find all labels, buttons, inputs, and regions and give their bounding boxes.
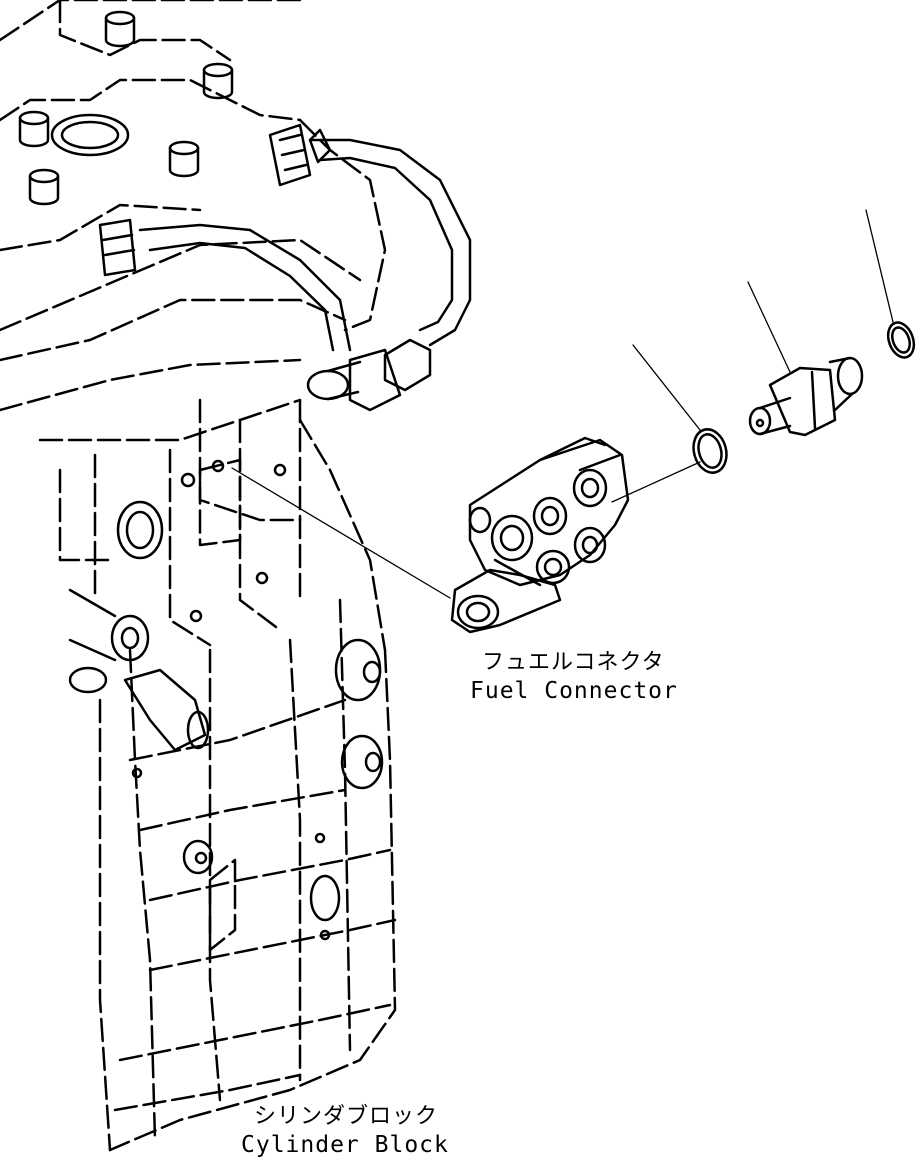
cylinder-block-label-jp: シリンダブロック — [254, 1104, 439, 1129]
fuel-connector — [231, 436, 630, 634]
cylinder-block-label-en: Cylinder Block — [241, 1132, 449, 1158]
leader-line — [865, 209, 894, 323]
o-ring-1 — [692, 428, 728, 474]
bolt-icon — [168, 140, 200, 178]
fuel-connector-label-en: Fuel Connector — [470, 678, 678, 704]
leader-line — [611, 461, 701, 503]
bolt-icon — [104, 10, 136, 48]
bolt-icon — [28, 168, 60, 206]
leader-line — [632, 344, 701, 431]
engine-details — [18, 10, 472, 941]
o-ring-2 — [886, 321, 916, 359]
leader-line — [231, 467, 451, 599]
plug — [748, 356, 864, 437]
cylinder-block — [0, 0, 397, 1152]
bolt-icon — [202, 62, 234, 100]
leader-line — [747, 281, 791, 373]
bolt-icon — [18, 110, 50, 148]
fuel-connector-label-jp: フュエルコネクタ — [482, 650, 665, 675]
